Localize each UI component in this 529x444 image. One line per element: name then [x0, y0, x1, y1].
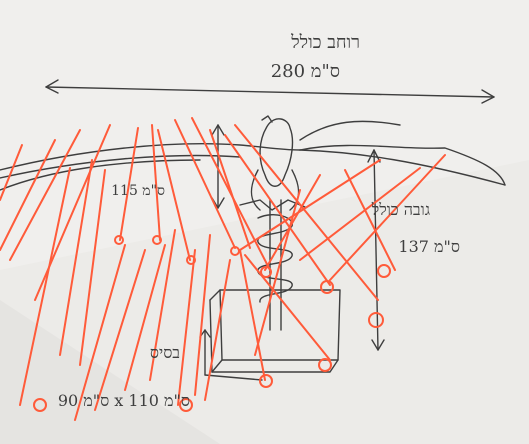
- side-dimension: 115 ס"מ: [111, 183, 165, 199]
- right-wing-top: [299, 144, 506, 186]
- red-ink-marks: [0, 117, 446, 421]
- base-label: בסיס: [150, 343, 180, 362]
- total-height-dimension: 137 ס"מ: [398, 237, 460, 256]
- base-dimension: 90 ס"מ x 110 ס"מ: [58, 391, 190, 410]
- pencil-sketch: [0, 79, 506, 381]
- total-height-arrow: [373, 149, 379, 351]
- spring-coil: [257, 214, 293, 303]
- left-wing-top: [0, 143, 301, 171]
- total-height-label: גובה כולל: [371, 200, 430, 219]
- eagle-body: [259, 118, 294, 187]
- width-dimension-arrow: [45, 86, 495, 98]
- total-width-dimension: 280 ס"מ: [271, 61, 340, 82]
- total-width-label: רוחב כולל: [290, 32, 360, 53]
